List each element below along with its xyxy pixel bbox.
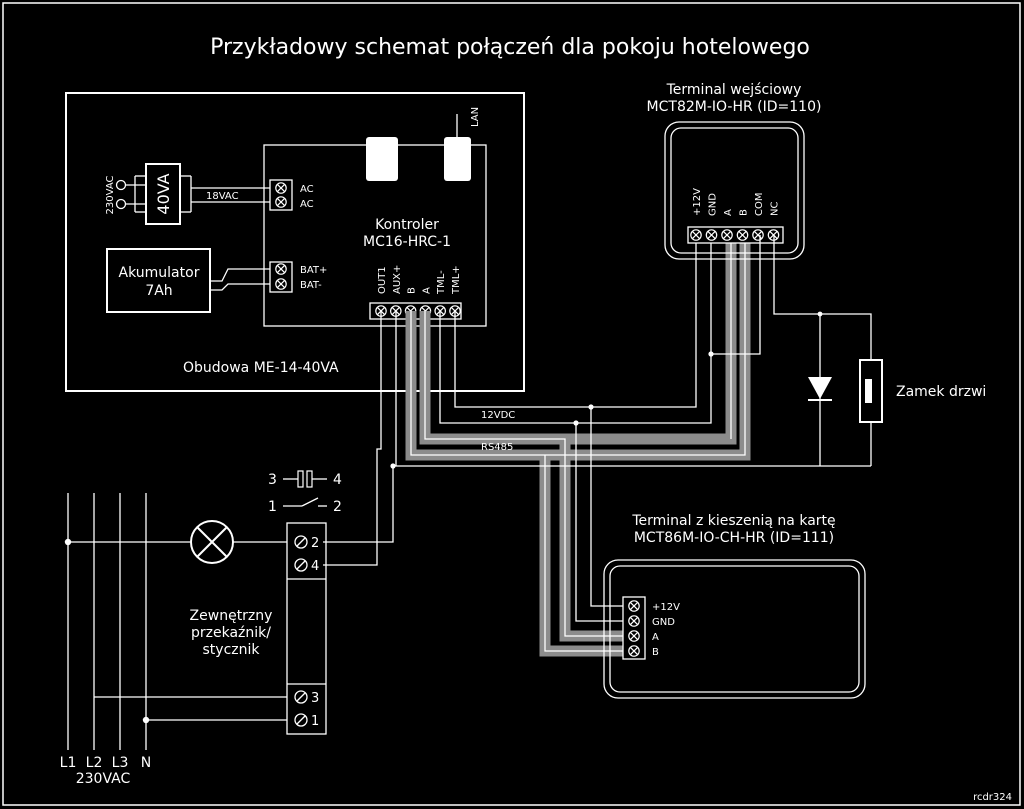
- mains-lines: [67, 493, 147, 750]
- door-lock-label: Zamek drzwi: [896, 384, 986, 400]
- card-terminal-inner: [609, 565, 860, 693]
- wire-nc: [773, 235, 872, 360]
- terminal-bat-block: [269, 261, 293, 293]
- controller-terminal-label-1: AUX+: [392, 265, 403, 294]
- card-terminal-label-1: GND: [652, 617, 675, 628]
- entry-terminal-label-3: B: [739, 209, 750, 216]
- card-terminal-title-1: Terminal z kieszenią na kartę: [631, 513, 835, 529]
- reference-code: rcdr324: [973, 792, 1012, 803]
- wire-12vdc-to-card: [590, 407, 630, 607]
- transformer-input-label: 230VAC: [105, 176, 116, 215]
- card-terminal-pins: +12V GND AB: [628, 600, 680, 658]
- transformer-rating: 40VA: [154, 173, 173, 214]
- entry-terminal-title-2: MCT82M-IO-HR (ID=110): [647, 99, 822, 115]
- rs485-bus-b-to-card: [405, 311, 630, 657]
- controller-terminal-label-0: OUT1: [377, 266, 388, 294]
- wire-gnd-to-card: [575, 423, 630, 622]
- junction-com: [708, 351, 714, 357]
- card-terminal-label-2: A: [652, 632, 659, 643]
- terminal-bat-plus-label: BAT+: [300, 265, 327, 276]
- card-terminal-outer: [603, 559, 866, 699]
- relay-pin-4: 4: [311, 559, 319, 574]
- controller-name-1: Kontroler: [375, 217, 439, 233]
- relay-pin-1: 1: [311, 714, 319, 729]
- card-terminal-title-2: MCT86M-IO-CH-HR (ID=111): [634, 530, 834, 546]
- mains-voltage: 230VAC: [76, 771, 131, 787]
- relay-contact-3: 3: [268, 472, 277, 488]
- wire-rs485-label: RS485: [481, 442, 513, 453]
- battery-wire-plus: [210, 268, 275, 282]
- battery-label-1: Akumulator: [119, 265, 200, 281]
- wire-com: [711, 235, 761, 355]
- controller-name-2: MC16-HRC-1: [363, 234, 451, 250]
- controller-terminal-label-4: TML-: [436, 270, 447, 295]
- battery-label-2: 7Ah: [145, 283, 172, 299]
- lan-label: LAN: [470, 107, 481, 127]
- entry-terminal-label-0: +12V: [692, 188, 703, 216]
- junction-gnd: [573, 420, 579, 426]
- entry-terminal-title-1: Terminal wejściowy: [666, 82, 802, 98]
- mains-l2: L2: [86, 755, 103, 771]
- entry-terminal-inner: [670, 127, 799, 254]
- relay-label-2: przekaźnik/: [191, 625, 271, 641]
- wire-aux-plus: [395, 311, 871, 467]
- relay-contact-2: 2: [333, 499, 342, 515]
- terminal-ac-1-label: AC: [300, 184, 314, 195]
- diagram-title: Przykładowy schemat połączeń dla pokoju …: [210, 35, 810, 60]
- wire-12vdc-tml-plus: [454, 235, 697, 408]
- controller-connector-icon: [366, 137, 398, 181]
- entry-terminal-label-2: A: [723, 209, 734, 216]
- junction-12vdc: [588, 404, 594, 410]
- enclosure-label: Obudowa ME-14-40VA: [183, 360, 339, 376]
- card-terminal-label-0: +12V: [652, 602, 680, 613]
- card-terminal-label-3: B: [652, 647, 659, 658]
- terminal-bat-minus-label: BAT-: [300, 280, 322, 291]
- mains-l3: L3: [112, 755, 129, 771]
- entry-terminal-label-4: COM: [754, 193, 765, 216]
- wire-aux-to-relay: [323, 466, 394, 543]
- diode-icon: [808, 377, 832, 399]
- relay-label-3: stycznik: [203, 642, 261, 658]
- entry-terminal-outer: [664, 121, 805, 260]
- entry-terminal-block: [687, 226, 784, 244]
- controller-terminal-label-2: B: [407, 287, 418, 294]
- wire-12vdc-label: 12VDC: [481, 410, 515, 421]
- lan-connector-icon: [444, 137, 471, 181]
- relay-body: [286, 522, 327, 735]
- controller-terminal-label-3: A: [421, 287, 432, 294]
- entry-terminal-label-5: NC: [770, 202, 781, 216]
- rs485-bus-a-to-card: [419, 311, 630, 642]
- entry-terminal-label-1: GND: [708, 193, 719, 216]
- wire-out1: [323, 311, 382, 566]
- mains-n: N: [141, 755, 151, 771]
- rs485-bus-core: [410, 235, 746, 652]
- transformer-output-label: 18VAC: [206, 191, 239, 202]
- terminal-ac-block: [269, 179, 293, 211]
- wire-gnd-tml-minus: [439, 235, 712, 424]
- relay-contact-4: 4: [333, 472, 342, 488]
- terminal-ac-2-label: AC: [300, 199, 314, 210]
- relay-contact-1: 1: [268, 499, 277, 515]
- lamp-cross-2: [196, 526, 228, 558]
- door-lock-core-icon: [865, 379, 872, 403]
- mains-l1: L1: [60, 755, 77, 771]
- controller-terminal-label-5: TML+: [451, 265, 462, 295]
- card-terminal-block: [622, 596, 646, 660]
- relay-pin-3: 3: [311, 691, 319, 706]
- battery-wire-minus: [210, 283, 275, 291]
- relay-label-1: Zewnętrzny: [190, 608, 273, 624]
- enclosure-box: [65, 92, 525, 392]
- transformer: 40VA 230VAC: [105, 163, 192, 225]
- relay-contact-symbols: [283, 470, 327, 507]
- relay-pin-2: 2: [311, 536, 319, 551]
